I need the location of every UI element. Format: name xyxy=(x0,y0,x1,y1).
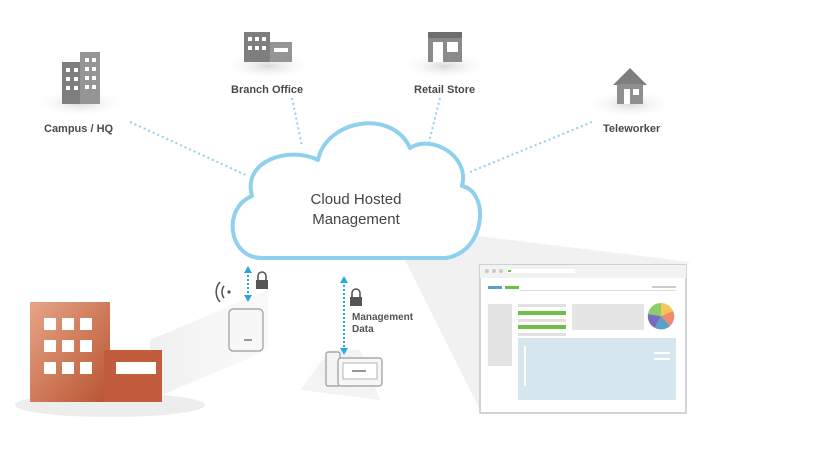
teleworker-label: Teleworker xyxy=(603,123,661,135)
management-arrows xyxy=(247,271,345,350)
retail-link xyxy=(427,97,441,147)
lock-icon xyxy=(256,271,268,289)
dashboard-card xyxy=(572,304,644,330)
arrow-up-left xyxy=(244,266,252,273)
branch-office-label: Branch Office xyxy=(231,84,304,96)
browser-address-bar xyxy=(505,267,577,275)
cloud-links xyxy=(129,97,593,177)
wifi-icon xyxy=(215,281,231,303)
retail-store-label: Retail Store xyxy=(414,84,476,96)
dashboard-logo xyxy=(488,286,502,289)
campus-link xyxy=(129,121,249,177)
campus-building-icon xyxy=(62,52,100,104)
cloud-title: Cloud Hosted Management xyxy=(276,190,436,230)
branch-link xyxy=(291,97,303,147)
access-point-icon xyxy=(228,308,264,352)
arrow-up-right xyxy=(340,276,348,283)
management-data-line1: Management xyxy=(352,312,414,323)
lock-icon xyxy=(350,288,362,306)
retail-store-icon xyxy=(428,32,462,62)
teleworker-link xyxy=(469,121,593,173)
management-data-label: Management Data xyxy=(352,312,413,336)
retail-shadow xyxy=(400,52,490,80)
management-data-line2: Data xyxy=(352,324,374,335)
dashboard-window xyxy=(479,264,687,414)
dashboard-list xyxy=(518,304,566,336)
dashboard-pie-chart xyxy=(647,302,675,330)
cloud-title-line1: Cloud Hosted xyxy=(310,191,402,208)
branch-office-icon xyxy=(244,32,292,62)
arrow-down-left xyxy=(244,295,252,302)
cloud-icon xyxy=(230,121,483,260)
security-appliance-icon xyxy=(325,351,383,387)
teleworker-house-icon xyxy=(613,68,647,104)
dashboard-sidebar xyxy=(488,304,512,366)
cloud-title-line2: Management xyxy=(312,211,400,228)
dashboard-main-panel xyxy=(518,338,676,400)
campus-hq-building-icon xyxy=(30,302,162,402)
campus-hq-label: Campus / HQ xyxy=(44,123,114,135)
